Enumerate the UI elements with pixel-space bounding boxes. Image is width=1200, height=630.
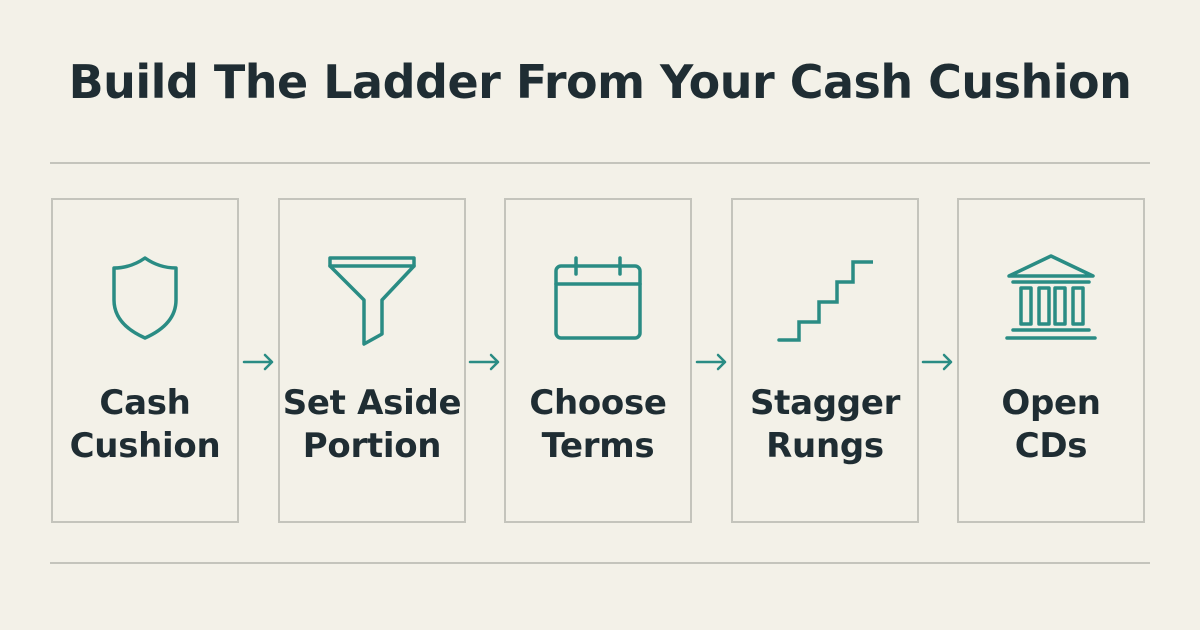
step-card-set-aside-portion: Set Aside Portion xyxy=(278,198,466,523)
step-card-stagger-rungs: Stagger Rungs xyxy=(731,198,919,523)
page-title: Build The Ladder From Your Cash Cushion xyxy=(68,55,1132,109)
funnel-icon xyxy=(324,252,420,348)
bank-icon xyxy=(1003,252,1099,348)
bottom-divider xyxy=(50,562,1150,564)
step-label: Choose Terms xyxy=(529,383,667,466)
arrow-right-icon xyxy=(468,352,502,372)
step-card-choose-terms: Choose Terms xyxy=(504,198,692,523)
arrow-right-icon xyxy=(695,352,729,372)
step-card-open-cds: Open CDs xyxy=(957,198,1145,523)
step-label: Set Aside Portion xyxy=(282,383,462,466)
step-label: Cash Cushion xyxy=(69,383,221,466)
step-card-cash-cushion: Cash Cushion xyxy=(51,198,239,523)
arrow-right-icon xyxy=(921,352,955,372)
arrow-right-icon xyxy=(242,352,276,372)
shield-icon xyxy=(97,252,193,348)
step-label: Open CDs xyxy=(1001,383,1101,466)
top-divider xyxy=(50,162,1150,164)
calendar-icon xyxy=(550,252,646,348)
stairs-icon xyxy=(777,252,873,348)
step-label: Stagger Rungs xyxy=(749,383,901,466)
